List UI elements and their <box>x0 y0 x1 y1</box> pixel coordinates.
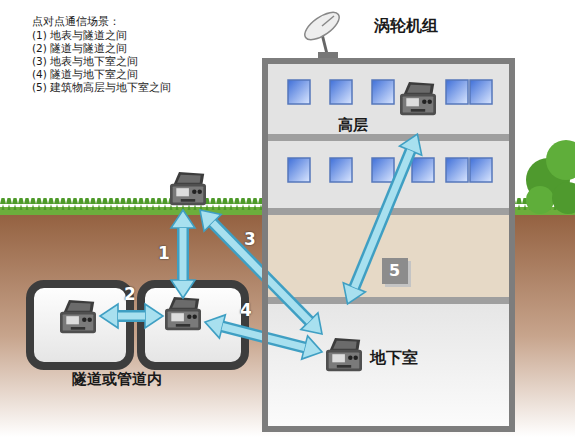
link-arrow <box>118 313 145 320</box>
radio-device <box>165 297 201 330</box>
window <box>288 80 310 104</box>
tunnel <box>30 284 130 366</box>
radio-device <box>170 172 206 205</box>
window <box>288 158 310 182</box>
floor-area: 高层 <box>268 64 509 134</box>
radio-device <box>60 300 96 333</box>
bush <box>546 140 575 180</box>
list-heading: 点对点通信场景： <box>32 15 120 28</box>
ground <box>0 212 575 437</box>
link-arrow <box>213 223 310 321</box>
scenario-note: (1) 地表与隧道之间 <box>32 29 127 42</box>
callout-number: 1 <box>158 244 170 262</box>
callout-number: 5 <box>382 258 407 284</box>
building-floors <box>268 215 509 297</box>
radio-device <box>326 338 362 371</box>
window <box>330 158 352 182</box>
bush <box>526 140 575 214</box>
satellite-dish <box>322 16 334 26</box>
building-floors <box>268 64 509 426</box>
scenario-note: (5) 建筑物高层与地下室之间 <box>32 81 171 94</box>
callout-number: 4 <box>240 301 252 319</box>
window <box>330 80 352 104</box>
scenario-note: (4) 隧道与地下室之间 <box>32 68 138 81</box>
bush <box>526 186 554 214</box>
node-label: 高层 <box>338 116 368 135</box>
radio-device <box>60 82 436 371</box>
callout-number: 3 <box>244 230 256 248</box>
link-arrow <box>180 228 187 280</box>
link-arrow <box>354 151 410 288</box>
link-arrow <box>177 228 189 280</box>
building-floors <box>268 134 509 141</box>
tunnel <box>30 284 245 366</box>
bush <box>552 182 575 214</box>
callout-number: 2 <box>124 285 136 303</box>
window <box>372 80 394 104</box>
floor-area: 地下室 <box>268 304 509 426</box>
scenario-note: (2) 隧道与隧道之间 <box>32 42 127 55</box>
node-label: 涡轮机组 <box>374 16 438 36</box>
window <box>446 80 468 104</box>
building: 高层5地下室涡轮机组 <box>262 58 515 432</box>
scenario-note: (3) 地表与地下室之间 <box>32 55 138 68</box>
link-arrow <box>118 223 309 348</box>
radio-device <box>400 82 436 115</box>
link-arrow <box>118 310 145 322</box>
window <box>412 158 434 182</box>
window <box>446 158 468 182</box>
window <box>470 80 492 104</box>
window <box>372 158 394 182</box>
building-floors <box>268 297 509 304</box>
area-label: 隧道或管道内 <box>72 370 162 389</box>
window <box>470 158 492 182</box>
building-floors <box>268 64 509 134</box>
arrow-outline <box>354 151 410 288</box>
ground <box>0 198 575 437</box>
satellite-dish <box>300 7 343 45</box>
link-arrow <box>213 223 310 321</box>
node-label: 地下室 <box>370 348 418 368</box>
arrow-body <box>354 151 410 288</box>
callout-box: 5 <box>382 258 408 284</box>
satellite-dish <box>300 7 343 58</box>
window <box>288 80 492 182</box>
